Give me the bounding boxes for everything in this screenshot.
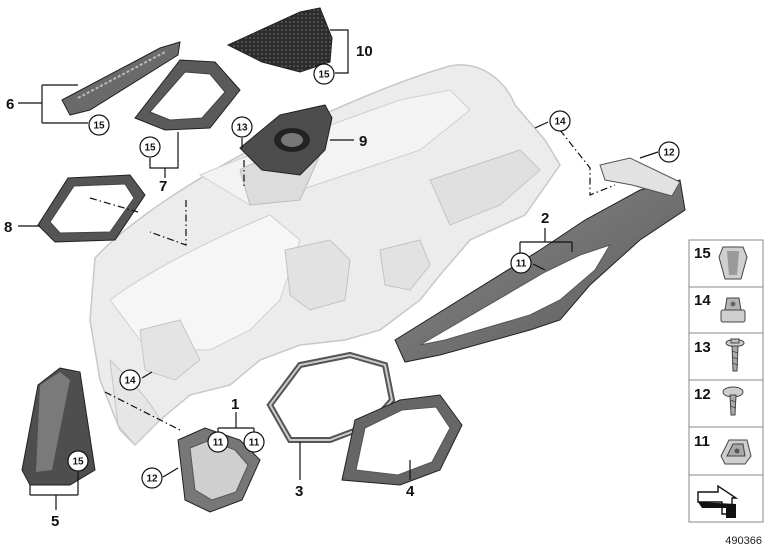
instrument-cluster-frame-part-3: [266, 351, 396, 443]
speaker-cover-part-10: [226, 7, 333, 73]
svg-text:15: 15: [93, 121, 105, 132]
fastener-legend: 15 14 13 12: [688, 239, 764, 523]
callout-circle-14: 14: [119, 369, 141, 391]
svg-text:14: 14: [124, 376, 136, 387]
dashboard-carrier: [89, 64, 561, 447]
svg-text:11: 11: [694, 433, 710, 450]
svg-text:11: 11: [249, 438, 260, 449]
part-number-10: 10: [356, 43, 373, 60]
callout-circle-14: 14: [549, 110, 571, 132]
part-number-6: 6: [6, 96, 14, 113]
legend-row-14: 14: [694, 292, 746, 323]
part-number-3: 3: [295, 483, 303, 500]
svg-text:14: 14: [554, 117, 566, 128]
svg-text:12: 12: [694, 386, 711, 403]
legend-row-13: 13: [694, 338, 745, 372]
svg-text:12: 12: [663, 148, 675, 159]
oval-head-screw-icon: [722, 386, 744, 416]
part-numbers: 6 7 8 9 10 2 1 5 3 4: [4, 43, 549, 530]
callout-circle-15: 15: [313, 63, 335, 85]
part-number-8: 8: [4, 219, 12, 236]
callout-circle-12: 12: [658, 141, 680, 163]
svg-text:11: 11: [516, 259, 527, 270]
legend-row-12: 12: [694, 386, 744, 416]
svg-text:15: 15: [144, 143, 156, 154]
part-number-1: 1: [231, 396, 239, 413]
svg-text:15: 15: [72, 457, 84, 468]
decor-strip-part-2: [394, 157, 686, 363]
head-up-display-frame-part-9: [239, 104, 333, 176]
svg-text:15: 15: [694, 245, 711, 262]
legend-row-11: 11: [694, 433, 752, 465]
callout-circle-11: 11: [207, 431, 229, 453]
part-number-7: 7: [159, 178, 167, 195]
callout-circle-11: 11: [510, 252, 532, 274]
part-number-5: 5: [51, 513, 59, 530]
expanding-nut-icon: [720, 297, 746, 323]
trim-frame-part-7: [134, 59, 241, 131]
diagram-number: 490366: [725, 535, 762, 547]
trim-frame-part-8: [37, 174, 146, 243]
legend-row-15: 15: [694, 245, 748, 280]
callout-circle-11: 11: [243, 431, 265, 453]
screw-with-washer-icon: [725, 338, 745, 372]
svg-text:15: 15: [318, 70, 330, 81]
direction-arrow-icon: [697, 484, 739, 518]
callout-circle-12: 12: [141, 467, 163, 489]
callout-circle-15: 15: [67, 450, 89, 472]
svg-text:14: 14: [694, 292, 711, 309]
vent-trim-part-1: [177, 427, 261, 513]
leader-lines: [18, 29, 659, 510]
clip-nut-icon: [718, 246, 748, 280]
instrument-cluster-trim-part-4: [341, 394, 463, 486]
part-number-4: 4: [406, 483, 415, 500]
svg-text:11: 11: [213, 438, 224, 449]
svg-text:13: 13: [236, 123, 248, 134]
callout-circle-13: 13: [231, 116, 253, 138]
svg-text:13: 13: [694, 339, 711, 356]
circled-callouts: 15 15 15 15 13 14 14 12: [67, 63, 680, 489]
defroster-vent-part-6: [61, 41, 181, 116]
svg-text:12: 12: [146, 474, 158, 485]
part-number-9: 9: [359, 133, 367, 150]
callout-circle-15: 15: [88, 114, 110, 136]
part-number-2: 2: [541, 210, 549, 227]
callout-circle-15: 15: [139, 136, 161, 158]
spring-nut-icon: [720, 439, 752, 465]
